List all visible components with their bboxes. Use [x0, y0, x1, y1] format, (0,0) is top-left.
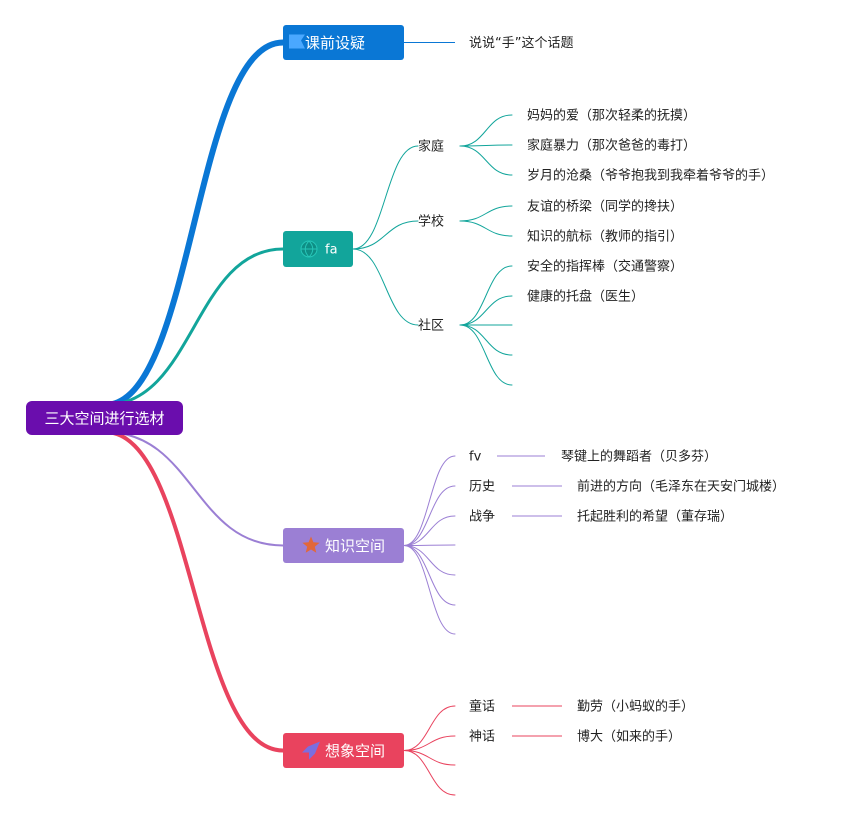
branch-line-imagination: [103, 430, 285, 753]
knowledge-leaf-label-1: 前进的方向（毛泽东在天安门城楼）: [577, 479, 785, 495]
flag-icon: [289, 34, 305, 49]
life-sub-label-1: 学校: [418, 214, 444, 230]
branch-node-life[interactable]: [283, 231, 353, 267]
life-leaf-line-1-1: [459, 220, 513, 237]
knowledge-sub-line-4: [403, 545, 456, 576]
life-leaf-line-0-1: [459, 144, 513, 147]
knowledge-sub-label-2: 战争: [469, 510, 495, 525]
knowledge-sub-line-6: [403, 545, 456, 635]
imagination-sub-line-1: [403, 735, 456, 751]
life-leaf-label-1-1: 知识的航标（教师的指引）: [527, 229, 683, 245]
life-leaf-label-0-2: 岁月的沧桑（爷爷抱我到我牵着爷爷的手）: [527, 168, 774, 184]
life-leaf-line-2-0: [459, 265, 513, 326]
branch-label-knowledge: 知识空间: [325, 537, 385, 555]
knowledge-sub-line-5: [403, 545, 456, 606]
connector-lines: [102, 39, 562, 796]
knowledge-sub-label-0: fv: [469, 450, 482, 465]
branch-label-life: fa: [325, 243, 338, 258]
life-leaf-line-2-1: [459, 295, 513, 326]
knowledge-sub-line-2: [403, 515, 456, 546]
knowledge-sub-line-0: [403, 455, 456, 546]
life-sub-line-0: [352, 145, 419, 250]
branch-node-pre[interactable]: [283, 25, 404, 60]
star-icon: [302, 536, 320, 553]
branch-node-knowledge[interactable]: [283, 528, 404, 563]
life-sub-label-0: 家庭: [418, 139, 444, 155]
imagination-sub-label-1: 神话: [469, 730, 495, 745]
imagination-sub-line-2: [403, 750, 456, 766]
life-leaf-label-2-1: 健康的托盘（医生）: [527, 289, 644, 305]
knowledge-leaf-label-0: 琴键上的舞蹈者（贝多芬）: [561, 449, 717, 465]
imagination-sub-line-3: [403, 750, 456, 796]
root-node-label: 三大空间进行选材: [44, 410, 164, 428]
branch-label-imagination: 想象空间: [325, 742, 385, 760]
imagination-sub-line-0: [403, 705, 456, 751]
knowledge-sub-line-1: [403, 485, 456, 546]
life-leaf-label-0-0: 妈妈的爱（那次轻柔的抚摸）: [527, 108, 696, 124]
life-sub-line-2: [352, 248, 419, 326]
life-leaf-line-2-4: [459, 324, 513, 386]
root-node[interactable]: [26, 401, 183, 435]
life-sub-line-1: [352, 220, 419, 250]
life-sub-label-2: 社区: [418, 318, 444, 334]
imagination-leaf-label-0: 勤劳（小蚂蚁的手）: [577, 699, 694, 715]
life-leaf-label-1-0: 友谊的桥梁（同学的搀扶）: [527, 199, 683, 215]
imagination-sub-label-0: 童话: [469, 699, 495, 715]
branch-line-life: [103, 247, 285, 407]
life-leaf-line-0-0: [459, 114, 513, 147]
knowledge-sub-label-1: 历史: [469, 480, 495, 495]
imagination-leaf-label-1: 博大（如来的手）: [577, 729, 681, 745]
rocket-icon: [302, 741, 320, 760]
life-leaf-label-0-1: 家庭暴力（那次爸爸的毒打）: [527, 138, 696, 154]
life-leaf-line-1-0: [459, 205, 513, 222]
branch-line-pre: [102, 39, 286, 408]
globe-icon: [300, 240, 318, 258]
knowledge-leaf-label-2: 托起胜利的希望（董存瑞）: [577, 509, 733, 525]
branch-label-pre: 课前设疑: [305, 34, 365, 52]
life-leaf-line-2-3: [459, 324, 513, 356]
pre-topic-label: 说说“手”这个话题: [469, 35, 573, 51]
knowledge-sub-line-3: [403, 544, 456, 546]
life-leaf-line-0-2: [459, 145, 513, 176]
branch-node-imagination[interactable]: [283, 733, 404, 768]
life-leaf-label-2-0: 安全的指挥棒（交通警察）: [527, 259, 683, 275]
branch-line-knowledge: [104, 431, 284, 547]
